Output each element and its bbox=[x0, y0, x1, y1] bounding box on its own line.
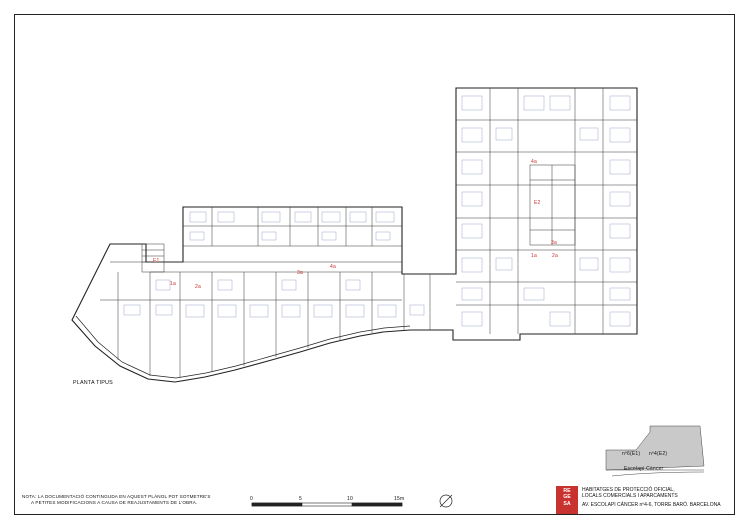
scale-label: 0 bbox=[250, 496, 253, 502]
scale-label: 10 bbox=[347, 496, 353, 502]
site-street-label: Escolapi Càncer bbox=[624, 466, 664, 472]
unit-label: 1a bbox=[531, 253, 537, 259]
site-key-plan bbox=[605, 425, 705, 477]
project-title: HABITATGES DE PROTECCIÓ OFICIAL, bbox=[582, 487, 675, 493]
north-arrow bbox=[439, 494, 453, 508]
project-address: AV. ESCOLAPI CÀNCER nº4-6, TORRE BARÓ. B… bbox=[582, 502, 721, 508]
unit-label: 1a bbox=[170, 281, 176, 287]
sheet-border bbox=[14, 14, 735, 515]
note-line: NOTA: LA DOCUMENTACIÓ CONTINGUDA EN AQUE… bbox=[22, 494, 211, 499]
unit-label: 2a bbox=[552, 253, 558, 259]
scale-bar bbox=[251, 502, 403, 507]
logo-text: RE bbox=[563, 488, 571, 494]
unit-label: 4a bbox=[330, 264, 336, 270]
unit-label: 3a bbox=[551, 240, 557, 246]
unit-label: 2a bbox=[195, 284, 201, 290]
unit-label: 4a bbox=[531, 159, 537, 165]
logo-text: SA bbox=[563, 500, 571, 507]
scale-label: 15m bbox=[394, 496, 405, 502]
interior-walls bbox=[100, 88, 637, 378]
regesa-logo: RE GE SA bbox=[556, 486, 578, 514]
disclaimer-note: NOTA: LA DOCUMENTACIÓ CONTINGUDA EN AQUE… bbox=[22, 494, 211, 506]
site-label-nº4: nº4(E2) bbox=[649, 451, 668, 457]
site-label-nº6: nº6(E1) bbox=[622, 451, 641, 457]
building-outline bbox=[71, 87, 638, 383]
scale-label: 5 bbox=[299, 496, 302, 502]
logo-text: GE bbox=[563, 494, 571, 501]
furniture-layout bbox=[123, 95, 631, 327]
plan-title: PLANTA TIPUS bbox=[73, 380, 113, 386]
project-title-block: HABITATGES DE PROTECCIÓ OFICIAL, LOCALS … bbox=[582, 487, 721, 508]
note-line: A PETITES MODIFICACIONS A CAUSA DE REAJU… bbox=[31, 500, 198, 505]
core-label-e2: E2 bbox=[534, 200, 541, 206]
unit-label: 3a bbox=[297, 270, 303, 276]
project-subtitle: LOCALS COMERCIALS I APARCAMENTS bbox=[582, 493, 678, 499]
core-label-e1: E1 bbox=[153, 258, 160, 264]
